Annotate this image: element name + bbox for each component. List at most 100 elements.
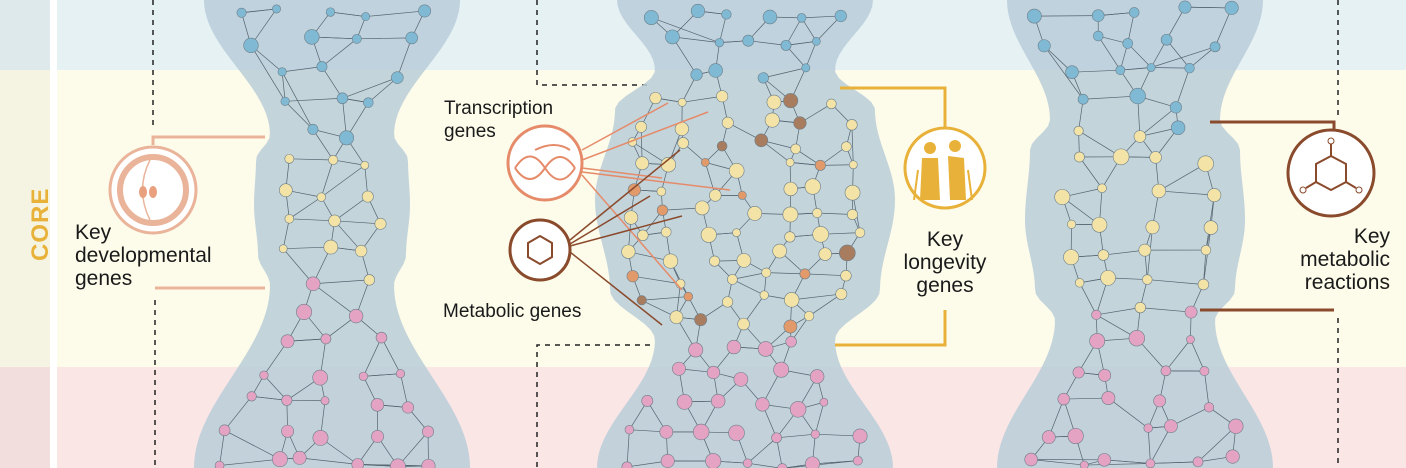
network-node [692, 423, 710, 441]
network-node [848, 160, 858, 170]
network-node [676, 394, 693, 410]
network-node [1143, 423, 1153, 433]
elderly-couple-icon [903, 126, 987, 210]
network-node [737, 190, 747, 200]
network-node [785, 335, 797, 348]
network-node [771, 432, 782, 444]
network-node [1093, 30, 1104, 42]
network-node [812, 208, 823, 219]
network-edge [363, 337, 382, 377]
network-edge [320, 159, 334, 198]
network-edge [1203, 227, 1212, 285]
network-edge [805, 41, 817, 68]
network-edge [321, 66, 343, 99]
network-node [1073, 125, 1084, 136]
network-node [624, 425, 635, 435]
network-node [1063, 249, 1080, 266]
network-node [1133, 130, 1147, 143]
network-edge [791, 293, 842, 301]
network-node [328, 155, 339, 165]
network-node [323, 239, 339, 255]
network-edge [1084, 463, 1151, 466]
label-line: Key [926, 228, 964, 251]
network-node [694, 200, 710, 216]
network-node [716, 140, 728, 152]
network-node [218, 424, 231, 437]
network-node [1146, 63, 1156, 72]
network-edge [263, 374, 288, 401]
network-node [621, 461, 633, 468]
network-edge [1140, 307, 1192, 313]
network-edge [330, 11, 366, 17]
network-edge [1158, 190, 1215, 196]
network-node [1138, 243, 1152, 257]
network-node [826, 98, 837, 110]
network-node [374, 217, 387, 230]
network-node [844, 184, 861, 201]
network-node [355, 244, 368, 258]
network-node [672, 361, 686, 376]
core-label: CORE [27, 187, 54, 261]
network-node [1089, 333, 1106, 349]
network-edge [368, 77, 398, 103]
network-edge [282, 248, 314, 284]
network-node [716, 90, 729, 103]
network-edge [1175, 68, 1190, 108]
network-edge [1079, 282, 1097, 315]
network-node [747, 206, 763, 221]
network-node [1184, 305, 1198, 319]
network-edge [1204, 371, 1210, 408]
network-node [755, 397, 770, 412]
metabolic-links [569, 149, 683, 326]
network-node [316, 192, 326, 202]
network-edge [763, 67, 806, 79]
network-node [1115, 65, 1126, 76]
network-node [339, 130, 354, 146]
hourglass-shape [595, 0, 895, 468]
network-edge [289, 218, 335, 222]
network-node [363, 274, 375, 286]
network-node [835, 288, 848, 300]
network-node [1186, 335, 1195, 344]
network-edge [814, 402, 825, 435]
network-node [279, 183, 293, 197]
network-edge [312, 283, 357, 317]
network-node [649, 91, 662, 105]
network-edge [732, 279, 765, 296]
network-node [780, 39, 792, 51]
network-node [705, 453, 722, 468]
network-node [700, 226, 717, 243]
network-node [1041, 430, 1056, 445]
network-edge [334, 220, 362, 252]
network-edge [334, 196, 368, 222]
network-edge [1097, 35, 1121, 71]
network-edge [801, 15, 841, 19]
network-node [660, 226, 672, 238]
network-edge [1096, 307, 1141, 316]
network-edge [1108, 397, 1149, 429]
network-node [1184, 63, 1195, 74]
network-edge [342, 77, 398, 99]
network-node [1200, 244, 1212, 256]
network-edge [321, 164, 365, 198]
network-edge [1079, 156, 1103, 189]
network-edge [817, 212, 853, 215]
network-edge [1158, 163, 1206, 192]
network-node [236, 7, 247, 18]
network-node [1067, 427, 1084, 445]
network-edge [1120, 67, 1152, 71]
network-node [284, 214, 295, 224]
network-edge [1083, 95, 1138, 100]
molecule-icon [508, 218, 572, 282]
network-node [1160, 33, 1173, 46]
network-edge [289, 196, 322, 220]
network-node [418, 4, 432, 18]
network-node [1207, 188, 1222, 203]
network-node [391, 71, 404, 84]
network-edge [1184, 6, 1232, 9]
network-node [810, 429, 820, 439]
network-node [1169, 101, 1182, 114]
network-node [637, 229, 649, 241]
network-node [782, 206, 799, 223]
network-node [422, 425, 435, 438]
